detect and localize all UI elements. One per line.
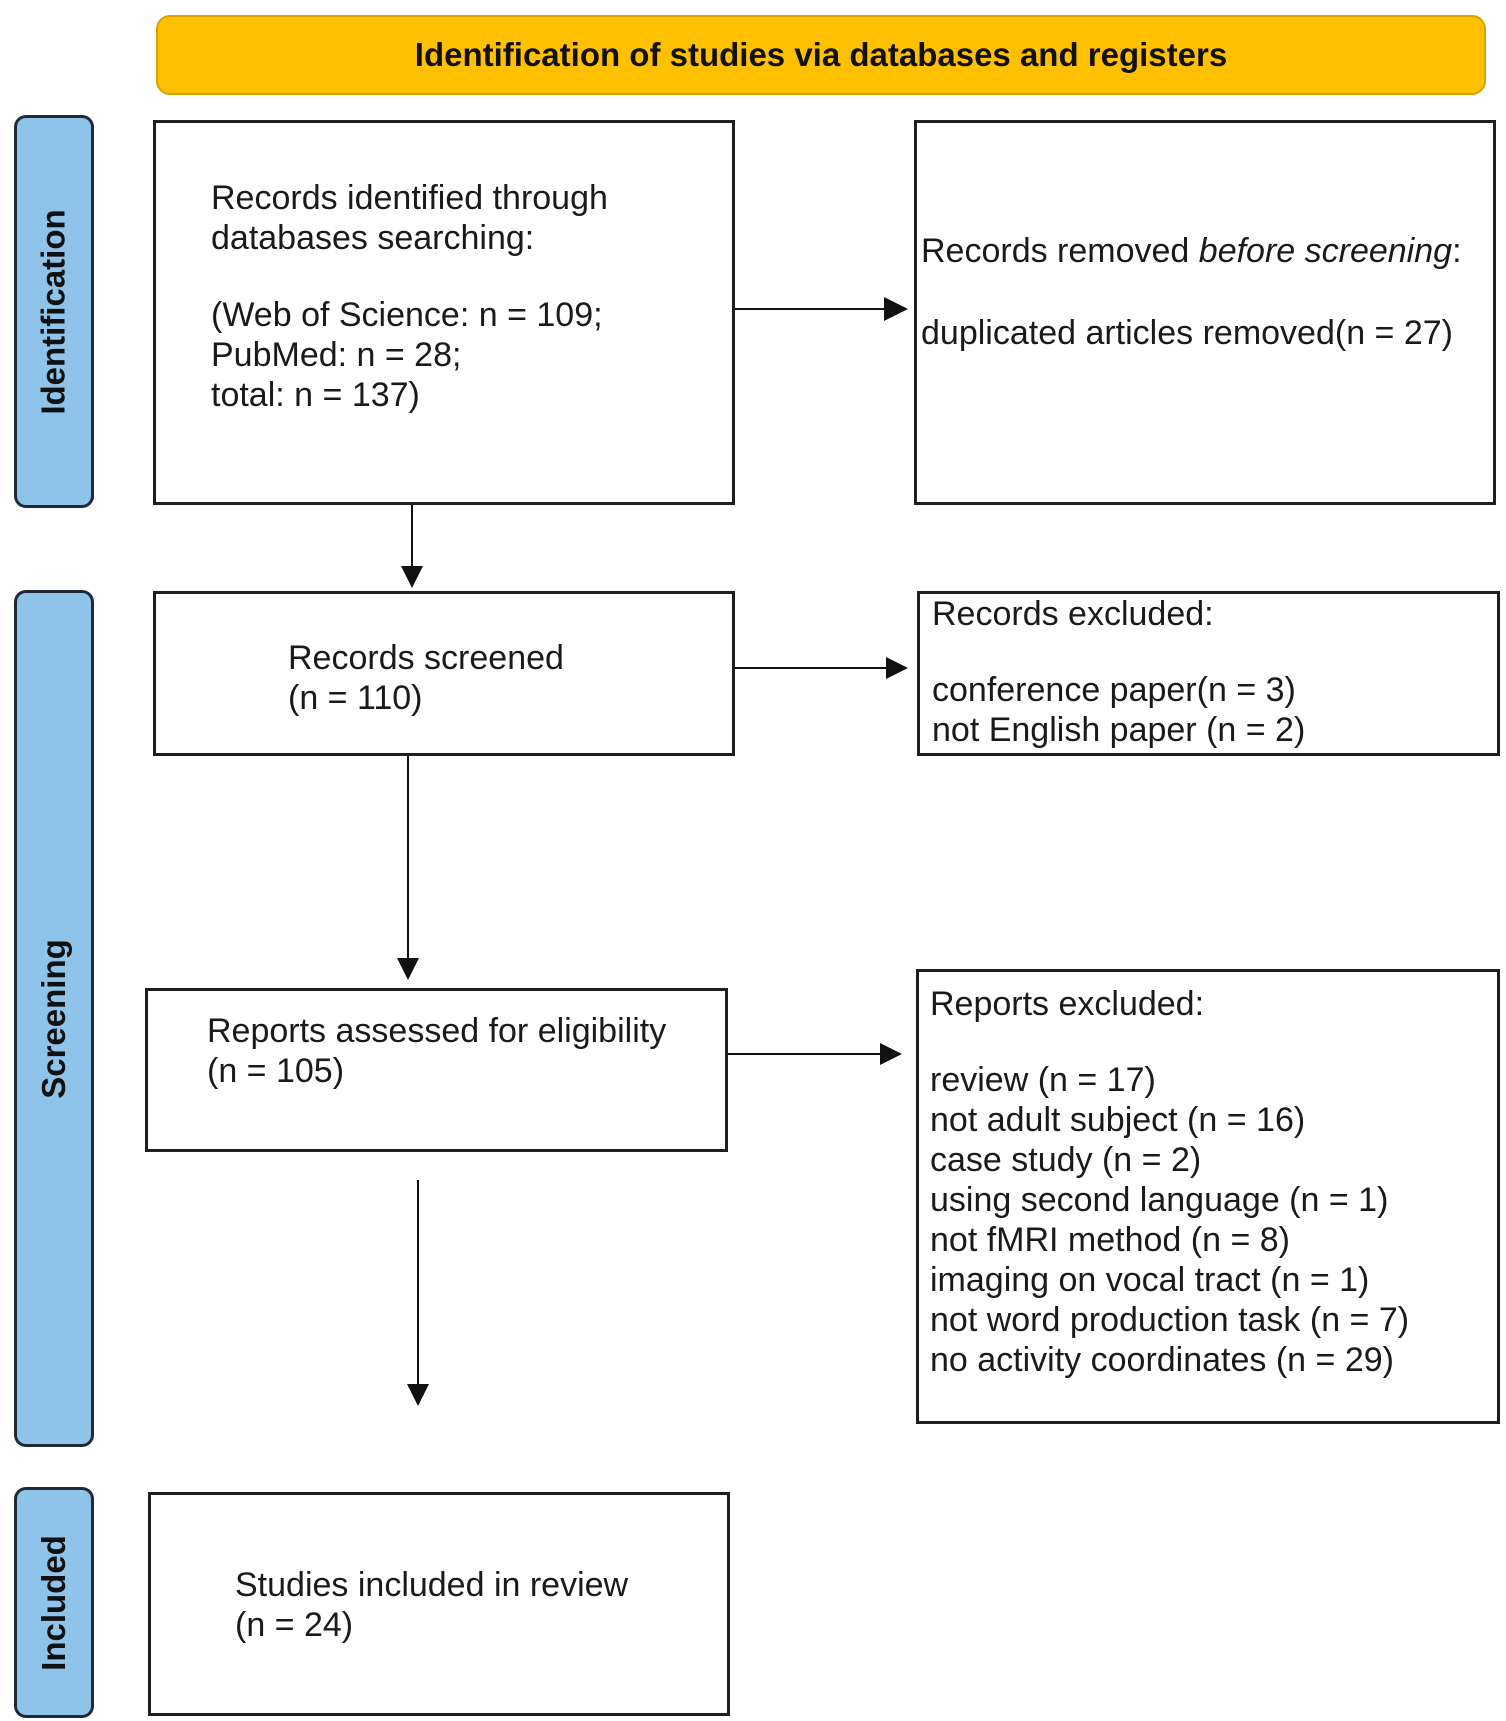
identified-line-1: Records identified through <box>211 179 608 217</box>
records-excluded-title: Records excluded: <box>932 595 1214 633</box>
assessed-line-2: (n = 105) <box>207 1052 345 1090</box>
reports-excluded-item: not word production task (n = 7) <box>930 1301 1410 1339</box>
identified-line-3: (Web of Science: n = 109; <box>211 296 603 334</box>
assessed-line-1: Reports assessed for eligibility <box>207 1012 667 1050</box>
reports-excluded-title: Reports excluded: <box>930 985 1205 1023</box>
removed-prefix: Records removed <box>921 232 1199 270</box>
arrowhead-screened <box>401 566 423 588</box>
identified-line-2: databases searching: <box>211 219 535 257</box>
records-excluded-item: not English paper (n = 2) <box>932 711 1306 749</box>
included-line-2: (n = 24) <box>235 1606 354 1644</box>
header-banner: Identification of studies via databases … <box>156 15 1486 95</box>
removed-line-2: duplicated articles removed(n = 27) <box>921 314 1453 352</box>
arrowhead-removed <box>884 297 908 321</box>
screened-line-1: Records screened <box>288 639 564 677</box>
removed-line-1: Records removed before screening: <box>921 231 1462 271</box>
reports-excluded-item: using second language (n = 1) <box>930 1181 1389 1219</box>
screened-line-2: (n = 110) <box>288 679 423 717</box>
arrowhead-reports-excluded <box>880 1043 902 1065</box>
reports-excluded-item: case study (n = 2) <box>930 1141 1202 1179</box>
phase-identification: Identification <box>14 115 94 508</box>
records-excluded-box: Records excluded: conference paper(n = 3… <box>917 591 1500 756</box>
records-excluded-item: conference paper(n = 3) <box>932 671 1296 709</box>
arrowhead-assessed <box>397 958 419 980</box>
reports-excluded-item: imaging on vocal tract (n = 1) <box>930 1261 1370 1299</box>
identified-line-5: total: n = 137) <box>211 376 420 414</box>
records-identified-box: Records identified through databases sea… <box>153 120 735 505</box>
studies-included-box: Studies included in review (n = 24) <box>148 1492 730 1716</box>
records-removed-box: Records removed before screening: duplic… <box>914 120 1496 505</box>
phase-included: Included <box>14 1487 94 1718</box>
arrowhead-included <box>407 1384 429 1406</box>
header-title: Identification of studies via databases … <box>414 36 1228 73</box>
reports-excluded-box: Reports excluded: review (n = 17) not ad… <box>916 969 1500 1424</box>
phase-screening: Screening <box>14 590 94 1447</box>
removed-suffix: : <box>1452 232 1462 270</box>
included-line-1: Studies included in review <box>235 1566 629 1604</box>
records-screened-box: Records screened (n = 110) <box>153 591 735 756</box>
reports-assessed-box: Reports assessed for eligibility (n = 10… <box>145 988 728 1152</box>
reports-excluded-item: not adult subject (n = 16) <box>930 1101 1306 1139</box>
arrowhead-records-excluded <box>886 657 908 679</box>
reports-excluded-item: review (n = 17) <box>930 1061 1156 1099</box>
removed-emphasis: before screening <box>1198 232 1453 270</box>
identified-line-4: PubMed: n = 28; <box>211 336 462 374</box>
reports-excluded-item: no activity coordinates (n = 29) <box>930 1341 1394 1379</box>
reports-excluded-item: not fMRI method (n = 8) <box>930 1221 1290 1259</box>
